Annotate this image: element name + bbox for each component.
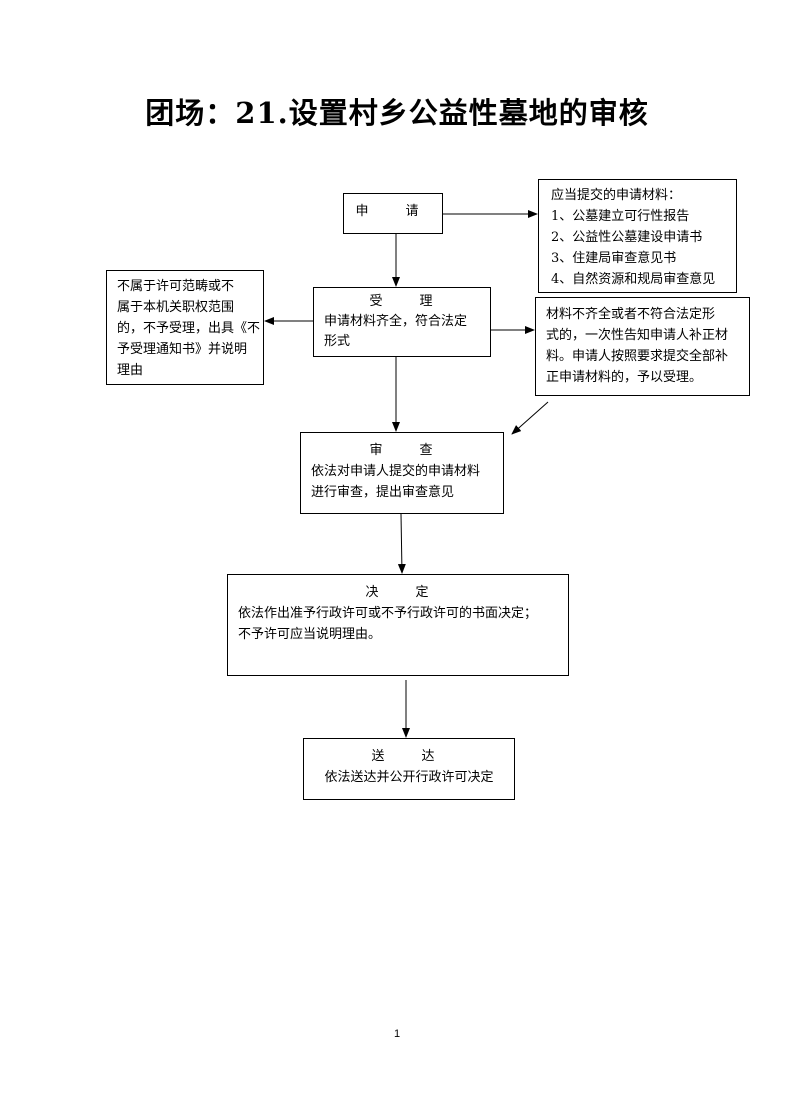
- accept-box: 受 理 申请材料齐全，符合法定 形式: [313, 287, 491, 357]
- delivery-heading: 送 达: [371, 749, 447, 764]
- review-line: 依法对申请人提交的申请材料: [311, 464, 481, 479]
- accept-heading: 受 理: [369, 294, 445, 309]
- decision-box: 决 定 依法作出准予行政许可或不予行政许可的书面决定； 不予许可应当说明理由。: [227, 574, 569, 676]
- supplement-line: 正申请材料的，予以受理。: [546, 370, 703, 385]
- review-box: 审 查 依法对申请人提交的申请材料 进行审查，提出审查意见: [300, 432, 504, 514]
- reject-line: 的，不予受理，出具《不: [117, 321, 261, 336]
- arrow-supplement-to-review: [511, 401, 549, 435]
- review-heading: 审 查: [369, 443, 445, 458]
- supplement-box: 材料不齐全或者不符合法定形 式的，一次性告知申请人补正材 料。申请人按照要求提交…: [535, 297, 750, 396]
- apply-heading: 申 请: [355, 204, 431, 219]
- reject-line: 不属于许可范畴或不: [117, 279, 235, 294]
- accept-line: 形式: [324, 334, 351, 349]
- reject-line: 属于本机关职权范围: [117, 300, 235, 315]
- review-line: 进行审查，提出审查意见: [311, 485, 455, 500]
- delivery-line: 依法送达并公开行政许可决定: [324, 770, 494, 785]
- supplement-line: 材料不齐全或者不符合法定形: [546, 307, 716, 322]
- reject-line: 理由: [117, 363, 144, 378]
- materials-line: 3、住建局审查意见书: [551, 251, 677, 266]
- supplement-line: 式的，一次性告知申请人补正材: [546, 328, 729, 343]
- accept-line: 申请材料齐全，符合法定: [324, 314, 468, 329]
- materials-line: 1、公墓建立可行性报告: [551, 209, 690, 224]
- required-materials-box: 应当提交的申请材料： 1、公墓建立可行性报告 2、公益性公墓建设申请书 3、住建…: [538, 179, 737, 293]
- supplement-line: 料。申请人按照要求提交全部补: [546, 349, 729, 364]
- materials-line: 2、公益性公墓建设申请书: [551, 230, 703, 245]
- decision-line: 不予许可应当说明理由。: [238, 627, 382, 642]
- reject-line: 予受理通知书》并说明: [117, 342, 248, 357]
- apply-box: 申 请: [343, 193, 443, 234]
- decision-line: 依法作出准予行政许可或不予行政许可的书面决定；: [238, 606, 538, 621]
- materials-line: 应当提交的申请材料：: [551, 188, 682, 203]
- page-number: 1: [393, 1028, 401, 1040]
- materials-line: 4、自然资源和规局审查意见: [551, 272, 716, 287]
- page-title: 团场：21.设置村乡公益性墓地的审核: [145, 96, 649, 130]
- arrow-review-to-decision: [397, 513, 406, 574]
- decision-heading: 决 定: [365, 585, 441, 600]
- reject-box: 不属于许可范畴或不 属于本机关职权范围 的，不予受理，出具《不 予受理通知书》并…: [106, 270, 264, 385]
- delivery-box: 送 达 依法送达并公开行政许可决定: [303, 738, 515, 800]
